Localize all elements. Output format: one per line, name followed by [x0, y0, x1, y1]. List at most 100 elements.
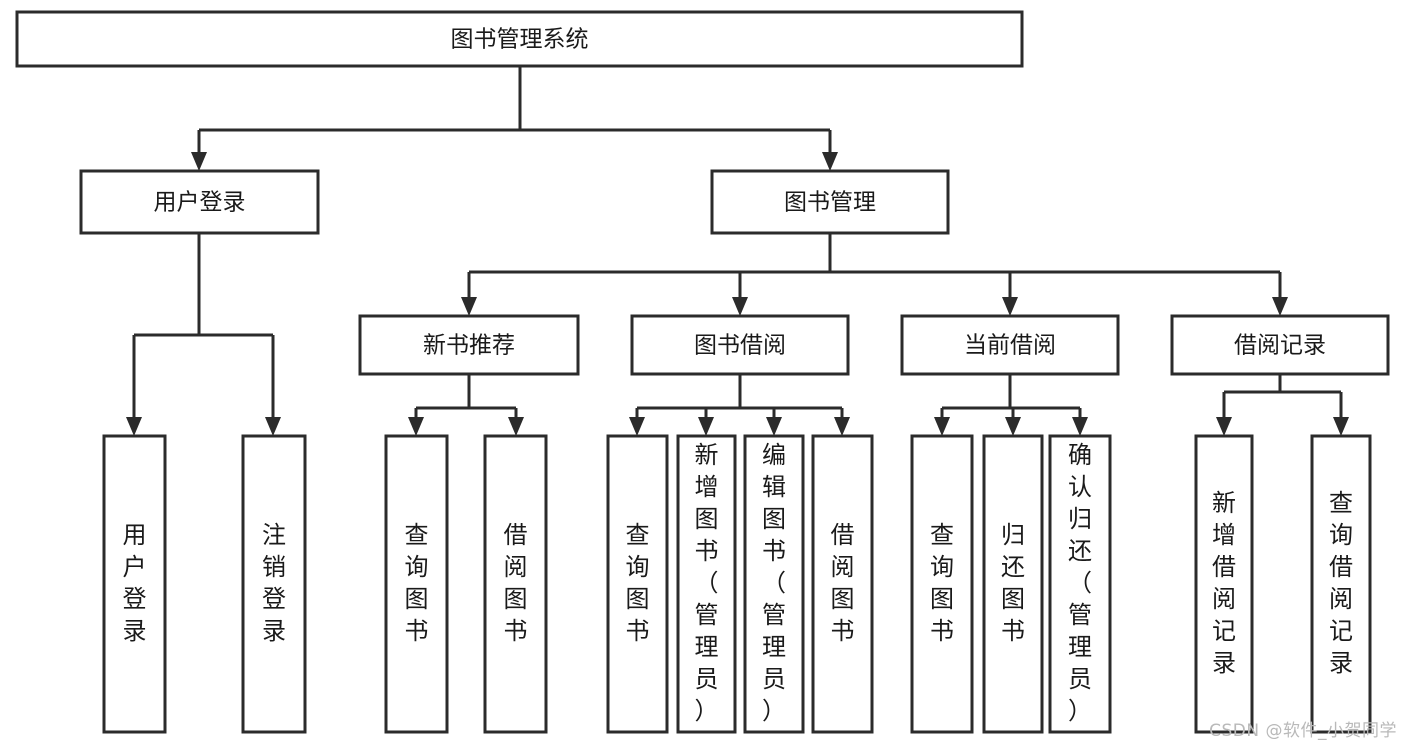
node-level3-1-label: 图书借阅 [694, 333, 786, 359]
node-leaf-4-label-char: 查 [626, 521, 650, 549]
node-level3-1[interactable]: 图书借阅 [630, 314, 850, 376]
node-leaf-6-label-char: 员 [762, 665, 786, 693]
node-level2-1-box[interactable] [710, 169, 950, 235]
node-root[interactable]: 图书管理系统 [15, 10, 1024, 68]
node-leaf-0-label-char: 户 [123, 553, 147, 581]
node-level2-0[interactable]: 用户登录 [79, 169, 320, 235]
node-leaf-8-label-char: 图 [930, 585, 954, 613]
node-leaf-10-label-char: 还 [1068, 537, 1092, 565]
node-level3-2[interactable]: 当前借阅 [900, 314, 1120, 376]
node-leaf-6-label-char: 书 [762, 537, 786, 565]
node-level3-2-box[interactable] [900, 314, 1120, 376]
node-leaf-6-box[interactable] [743, 434, 805, 734]
node-leaf-12-box[interactable] [1310, 434, 1372, 734]
node-leaf-10-box[interactable] [1048, 434, 1112, 734]
arrow-head-icon [408, 417, 424, 436]
node-leaf-11-label-char: 阅 [1212, 585, 1236, 613]
node-level2-0-box[interactable] [79, 169, 320, 235]
node-leaf-10-label-char: （ [1068, 569, 1092, 597]
node-leaf-4-box[interactable] [606, 434, 669, 734]
node-leaf-2-label-char: 书 [405, 617, 429, 645]
node-level3-3[interactable]: 借阅记录 [1170, 314, 1390, 376]
node-leaf-9-label-char: 归 [1001, 521, 1025, 549]
node-leaf-8-box[interactable] [910, 434, 974, 734]
node-leaf-10-label-char: 确 [1068, 441, 1092, 469]
node-leaf-5-box[interactable] [676, 434, 737, 734]
arrow-head-icon [732, 297, 748, 316]
node-level3-3-box[interactable] [1170, 314, 1390, 376]
node-level2-1[interactable]: 图书管理 [710, 169, 950, 235]
node-leaf-6-label-char: 编 [762, 441, 786, 469]
arrow-head-icon [191, 152, 207, 171]
node-leaf-11-box[interactable] [1194, 434, 1254, 734]
node-leaf-2-box[interactable] [384, 434, 449, 734]
node-leaf-2-label-char: 查 [405, 521, 429, 549]
node-leaf-8-label-char: 书 [930, 617, 954, 645]
node-leaf-11-label-char: 借 [1212, 553, 1236, 581]
arrow-head-icon [629, 417, 645, 436]
node-leaf-10-label-char: 管 [1068, 601, 1092, 629]
node-leaf-5-label-char: 管 [695, 601, 719, 629]
connector-lines-layer [126, 66, 1349, 436]
node-leaf-9-box[interactable] [982, 434, 1044, 734]
arrow-head-icon [126, 417, 142, 436]
node-leaf-7-label-char: 阅 [831, 553, 855, 581]
node-leaf-6-label-char: 图 [762, 505, 786, 533]
node-level3-3-label: 借阅记录 [1234, 333, 1326, 359]
node-leaf-7-box[interactable] [811, 434, 874, 734]
node-leaf-6-label-char: （ [762, 569, 786, 597]
node-leaf-6-label-char: 辑 [762, 473, 786, 501]
node-leaf-3-label-char: 图 [504, 585, 528, 613]
arrow-head-icon [766, 417, 782, 436]
node-level3-0[interactable]: 新书推荐 [358, 314, 580, 376]
node-leaf-12-label-char: 阅 [1329, 585, 1353, 613]
node-leaf-2-label-char: 图 [405, 585, 429, 613]
node-leaf-0-label-char: 登 [123, 585, 147, 613]
node-leaf-10-label-char: ） [1068, 697, 1092, 725]
node-root-box[interactable] [15, 10, 1024, 68]
node-root-label: 图书管理系统 [451, 27, 589, 53]
node-leaf-0-label-char: 用 [123, 521, 147, 549]
node-leaf-11-label-char: 记 [1212, 617, 1236, 645]
node-leaf-1-label-char: 登 [262, 585, 286, 613]
node-level3-1-box[interactable] [630, 314, 850, 376]
node-leaf-10-label-char: 理 [1068, 633, 1092, 661]
node-leaf-5-label-char: 书 [695, 537, 719, 565]
node-leaf-3-label-char: 阅 [504, 553, 528, 581]
arrow-head-icon [1002, 297, 1018, 316]
arrow-head-icon [834, 417, 850, 436]
node-leaf-0-box[interactable] [102, 434, 167, 734]
node-leaf-12-label-char: 录 [1329, 649, 1353, 677]
node-leaf-1-box[interactable] [241, 434, 307, 734]
node-leaf-12-label-char: 记 [1329, 617, 1353, 645]
arrow-head-icon [508, 417, 524, 436]
node-leaf-5-label-char: （ [695, 569, 719, 597]
node-level3-0-box[interactable] [358, 314, 580, 376]
node-leaf-11-label-char: 新 [1212, 489, 1236, 517]
node-leaf-3-box[interactable] [483, 434, 548, 734]
arrow-head-icon [1072, 417, 1088, 436]
node-level3-2-label: 当前借阅 [964, 333, 1056, 359]
node-leaf-12-label-char: 查 [1329, 489, 1353, 517]
node-leaf-0[interactable]: 用户登录 [102, 434, 167, 734]
arrow-head-icon [1333, 417, 1349, 436]
arrow-head-icon [698, 417, 714, 436]
node-leaf-5-label-char: ） [695, 697, 719, 725]
node-level3-0-label: 新书推荐 [423, 333, 515, 359]
arrow-head-icon [1272, 297, 1288, 316]
node-level2-0-label: 用户登录 [154, 190, 246, 216]
node-leaf-7-label-char: 书 [831, 617, 855, 645]
